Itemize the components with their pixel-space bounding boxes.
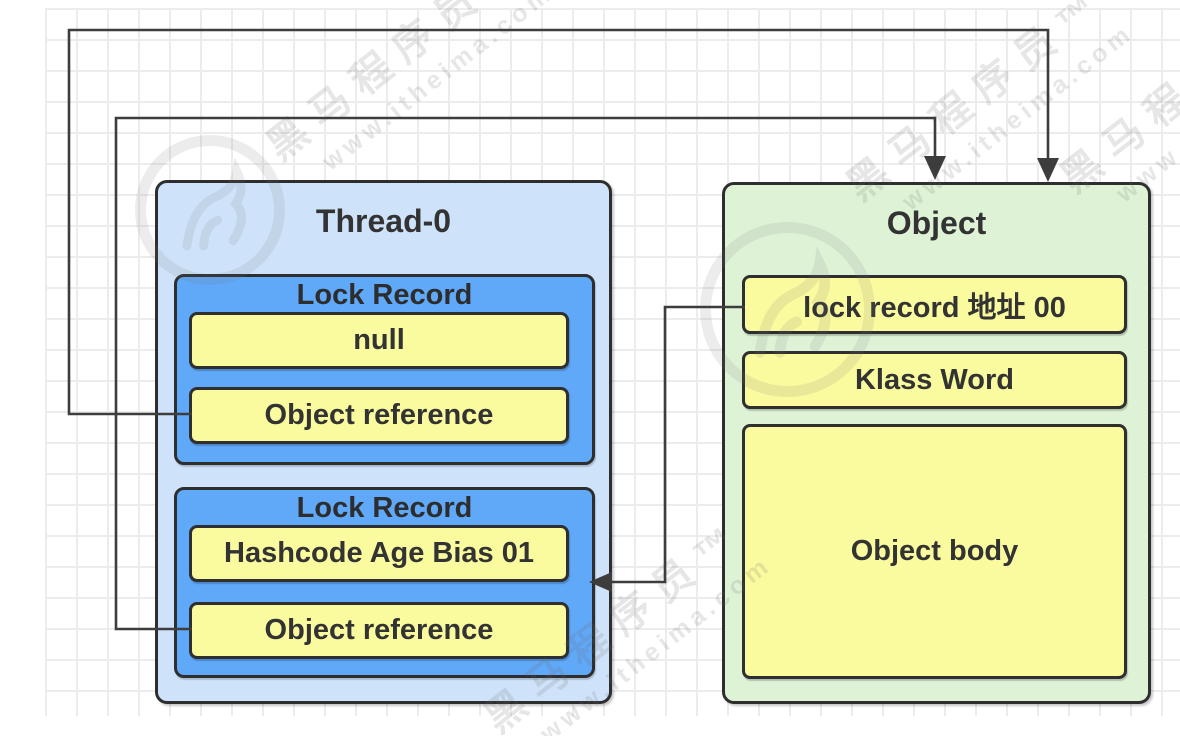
lock-record-1-lock-slot: null (189, 312, 569, 369)
object-title: Object (886, 205, 987, 241)
lock-record-2-title: Lock Record (296, 492, 473, 524)
lock-record-1-title: Lock Record (296, 279, 473, 311)
lock-record-1: Lock Record null Object reference (174, 274, 595, 465)
lock-record-1-object-reference: Object reference (189, 387, 569, 444)
thread-title: Thread-0 (315, 203, 452, 239)
object-box: Object lock record 地址 00 Klass Word Obje… (722, 182, 1151, 704)
thread-box: Thread-0 Lock Record null Object referen… (155, 180, 612, 704)
object-mark-word-field: lock record 地址 00 (742, 275, 1127, 334)
lock-record-2-object-reference: Object reference (189, 602, 569, 659)
lock-record-2-mark-word-slot: Hashcode Age Bias 01 (189, 525, 569, 582)
lock-record-2: Lock Record Hashcode Age Bias 01 Object … (174, 487, 595, 678)
object-body-field: Object body (742, 424, 1127, 679)
object-klass-word-field: Klass Word (742, 351, 1127, 409)
